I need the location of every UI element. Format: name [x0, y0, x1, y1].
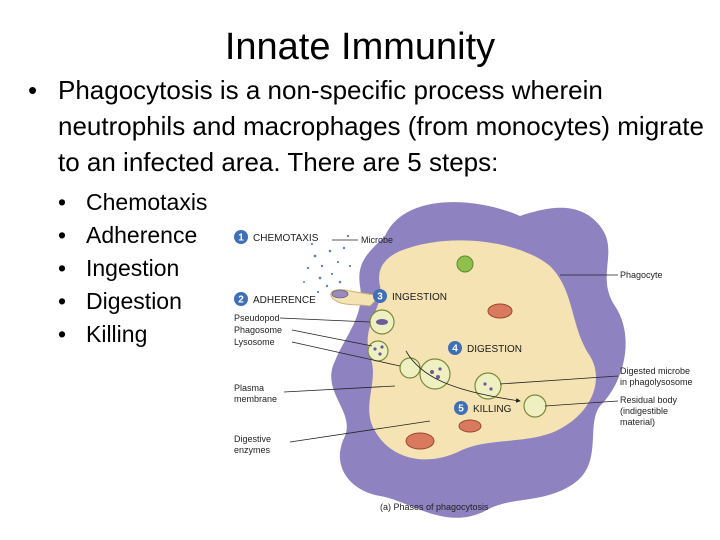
label-phagosome: Phagosome	[234, 325, 282, 335]
label-digestive-enzymes-1: Digestive	[234, 434, 271, 444]
label-digested-microbe-2: in phagolysosome	[620, 377, 693, 387]
intro-text: Phagocytosis is a non-specific process w…	[58, 75, 704, 177]
label-microbe: Microbe	[361, 235, 393, 245]
step-bullet: •	[58, 321, 67, 347]
label-lysosome: Lysosome	[234, 337, 275, 347]
phase-2: 2 ADHERENCE	[234, 292, 316, 306]
mitochondria	[405, 303, 513, 450]
step-label: Adherence	[86, 222, 198, 248]
phase-number: 2	[238, 295, 244, 306]
label-residual-body-2: (indigestible	[620, 406, 668, 416]
label-plasma-membrane-1: Plasma	[234, 383, 264, 393]
step-bullet: •	[58, 189, 67, 215]
step-label: Digestion	[86, 288, 182, 314]
label-digested-microbe-1: Digested microbe	[620, 366, 690, 376]
step-bullet: •	[58, 288, 67, 314]
vesicles	[367, 309, 547, 418]
label-plasma-membrane-2: membrane	[234, 394, 277, 404]
step-bullet: •	[58, 222, 67, 248]
step-label: Chemotaxis	[86, 189, 208, 215]
vesicle-contents	[373, 319, 493, 391]
phase-badge	[373, 289, 387, 303]
microbe-dots	[303, 234, 352, 294]
phase-badge	[234, 292, 248, 306]
step-label: Ingestion	[86, 255, 180, 281]
label-phagocyte: Phagocyte	[620, 270, 663, 280]
phase-number: 3	[377, 292, 383, 303]
phase-1: 1 CHEMOTAXIS	[234, 230, 319, 244]
label-residual-body-1: Residual body	[620, 395, 678, 405]
phase-badge	[234, 230, 248, 244]
slide-title: Innate Immunity	[224, 26, 496, 68]
phase-label: DIGESTION	[467, 344, 522, 355]
phase-number: 1	[238, 233, 244, 244]
phase-badge	[448, 341, 462, 355]
step-item: • Chemotaxis	[58, 186, 207, 219]
phase-label: CHEMOTAXIS	[253, 233, 319, 244]
intro-bullet: •	[28, 75, 38, 105]
phase-5: 5 KILLING	[454, 401, 512, 415]
microbe	[331, 289, 349, 299]
green-organelle	[456, 255, 474, 273]
phase-number: 4	[452, 344, 458, 355]
step-item: • Killing	[58, 318, 207, 351]
step-label: Killing	[86, 321, 148, 347]
step-item: • Adherence	[58, 219, 207, 252]
diagram-caption: (a) Phases of phagocytosis	[380, 502, 489, 512]
steps-list: • Chemotaxis • Adherence • Ingestion • Diges…	[58, 186, 207, 351]
label-residual-body-3: material)	[620, 417, 655, 427]
label-digestive-enzymes-2: enzymes	[234, 445, 271, 455]
step-item: • Ingestion	[58, 252, 207, 285]
phagocytosis-diagram: 1 CHEMOTAXIS 2 ADHERENCE 3 INGESTION 4 D…	[234, 202, 693, 518]
phase-label: KILLING	[473, 404, 512, 415]
step-bullet: •	[58, 255, 67, 281]
phase-label: INGESTION	[392, 292, 447, 303]
phase-label: ADHERENCE	[253, 295, 316, 306]
label-pseudopod: Pseudopod	[234, 313, 280, 323]
phase-number: 5	[458, 404, 464, 415]
phase-3: 3 INGESTION	[373, 289, 447, 303]
phase-4: 4 DIGESTION	[448, 341, 522, 355]
phase-badge	[454, 401, 468, 415]
step-item: • Digestion	[58, 285, 207, 318]
intro-paragraph: • Phagocytosis is a non-specific process…	[28, 72, 708, 180]
